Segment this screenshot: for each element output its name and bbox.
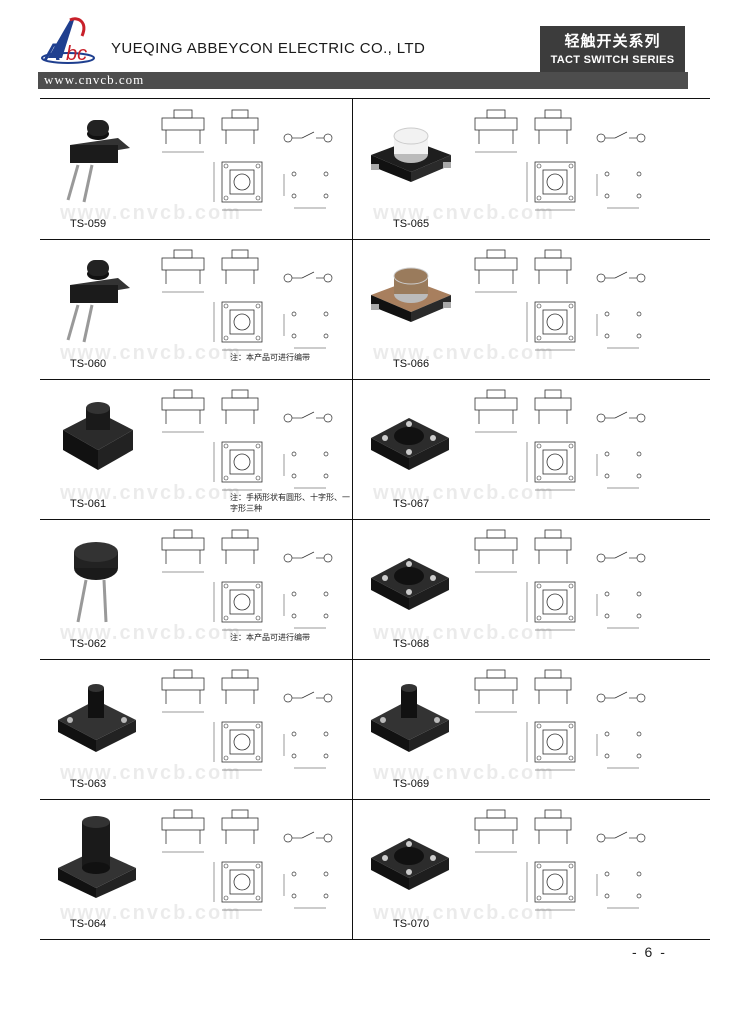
dimension-drawing	[161, 669, 333, 771]
model-label: TS-067	[393, 498, 430, 510]
row-divider	[40, 519, 710, 520]
series-title-en: TACT SWITCH SERIES	[550, 54, 675, 66]
watermark-text: www.cnvcb.com	[60, 902, 242, 924]
watermark-text: www.cnvcb.com	[373, 622, 555, 644]
model-label: TS-063	[70, 778, 107, 790]
model-label: TS-064	[70, 918, 107, 930]
row-divider	[40, 659, 710, 660]
dimension-drawing	[161, 389, 333, 491]
model-label: TS-068	[393, 638, 430, 650]
watermark-text: www.cnvcb.com	[60, 482, 242, 504]
dimension-drawing	[474, 109, 646, 211]
watermark-text: www.cnvcb.com	[373, 902, 555, 924]
dimension-drawing	[474, 809, 646, 911]
watermark-text: www.cnvcb.com	[60, 622, 242, 644]
product-note: 注：本产品可进行编带	[230, 353, 310, 362]
svg-text:A: A	[43, 39, 61, 66]
dimension-drawing	[474, 249, 646, 351]
model-label: TS-060	[70, 358, 107, 370]
product-note: 注：本产品可进行编带	[230, 633, 310, 642]
svg-text:bc: bc	[66, 43, 87, 65]
dimension-drawing	[161, 249, 333, 351]
series-title-box: 轻触开关系列 TACT SWITCH SERIES	[540, 26, 685, 72]
watermark-text: www.cnvcb.com	[60, 202, 242, 224]
watermark-text: www.cnvcb.com	[373, 762, 555, 784]
product-photo	[74, 542, 118, 623]
dimension-drawing	[161, 809, 333, 911]
product-photo	[58, 684, 136, 752]
product-photo	[66, 260, 130, 343]
website-bar: www.cnvcb.com	[38, 72, 688, 89]
model-label: TS-069	[393, 778, 430, 790]
product-photo	[371, 684, 449, 752]
dimension-drawing	[474, 529, 646, 631]
product-photo	[371, 267, 451, 322]
dimension-drawing	[161, 529, 333, 631]
product-note: 注：手柄形状有圆形、十字形、一字形三种	[230, 493, 350, 513]
dimension-drawing	[161, 109, 333, 211]
row-divider	[40, 799, 710, 800]
model-label: TS-066	[393, 358, 430, 370]
company-logo: A bc	[41, 17, 95, 66]
product-photo	[63, 402, 133, 470]
series-title-cn: 轻触开关系列	[564, 33, 661, 50]
product-photo	[371, 418, 449, 470]
model-label: TS-062	[70, 638, 107, 650]
model-label: TS-070	[393, 918, 430, 930]
model-label: TS-065	[393, 218, 430, 230]
product-photo	[66, 120, 130, 203]
website-link[interactable]: www.cnvcb.com	[44, 72, 145, 87]
product-photo	[371, 558, 449, 610]
watermark-text: www.cnvcb.com	[60, 762, 242, 784]
company-name: YUEQING ABBEYCON ELECTRIC CO., LTD	[111, 40, 426, 57]
product-photo	[371, 838, 449, 890]
row-divider	[40, 239, 710, 240]
row-divider	[40, 379, 710, 380]
page-header: A bc YUEQING ABBEYCON ELECTRIC CO., LTD …	[0, 0, 750, 100]
page-number: - 6 -	[632, 944, 667, 960]
product-photo	[58, 816, 136, 898]
product-photo	[371, 127, 451, 182]
watermark-text: www.cnvcb.com	[373, 342, 555, 364]
watermark-text: www.cnvcb.com	[373, 482, 555, 504]
model-label: TS-061	[70, 498, 107, 510]
dimension-drawing	[474, 669, 646, 771]
dimension-drawing	[474, 389, 646, 491]
watermark-text: www.cnvcb.com	[60, 342, 242, 364]
model-label: TS-059	[70, 218, 107, 230]
watermark-text: www.cnvcb.com	[373, 202, 555, 224]
